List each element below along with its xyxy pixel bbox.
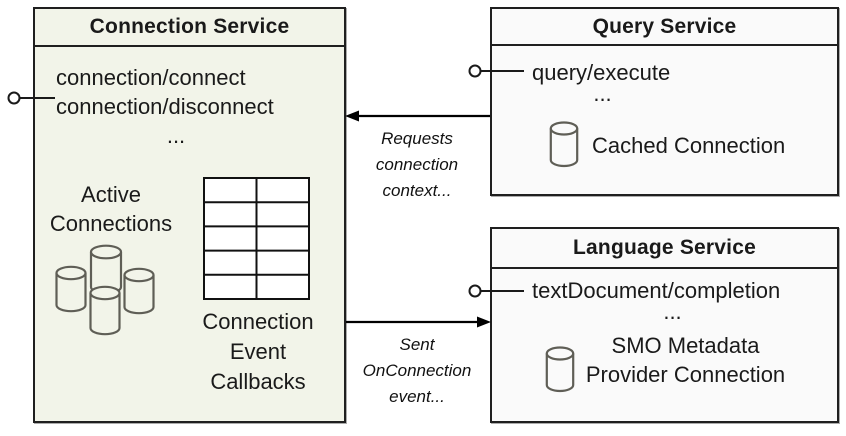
cached-connection-database-icon: [549, 121, 579, 168]
connection-event-callbacks-label: Connection Event Callbacks: [202, 309, 314, 394]
language-service-box: Language Service: [490, 227, 839, 423]
methods-ellipsis: ...: [166, 123, 186, 148]
arrow-query-to-connection: [345, 110, 490, 122]
connection-service-methods: connection/connect connection/disconnect…: [56, 63, 296, 150]
query-service-title: Query Service: [492, 9, 837, 46]
callback-table-icon: [203, 177, 310, 300]
database-cluster-icon: [55, 244, 155, 336]
language-service-title: Language Service: [492, 229, 837, 269]
cached-connection-label: Cached Connection: [592, 133, 786, 158]
smo-metadata-provider-connection-label: SMO Metadata Provider Connection: [585, 333, 786, 387]
method-connection-connect: connection/connect: [56, 65, 246, 90]
query-methods-ellipsis: ...: [593, 81, 612, 106]
method-connection-disconnect: connection/disconnect: [56, 94, 274, 119]
query-service-box: Query Service: [490, 7, 839, 196]
connection-service-title: Connection Service: [35, 9, 344, 47]
requests-connection-context-label: Requests connection context...: [375, 129, 459, 200]
sent-onconnection-event-label: Sent OnConnection event...: [362, 335, 472, 406]
active-connections-label: Active Connections: [49, 182, 173, 236]
method-textdocument-completion: textDocument/completion: [532, 278, 781, 303]
smo-metadata-database-icon: [545, 346, 575, 393]
language-methods-ellipsis: ...: [663, 299, 682, 324]
arrow-connection-to-language: [346, 316, 491, 328]
method-query-execute: query/execute: [532, 60, 671, 85]
